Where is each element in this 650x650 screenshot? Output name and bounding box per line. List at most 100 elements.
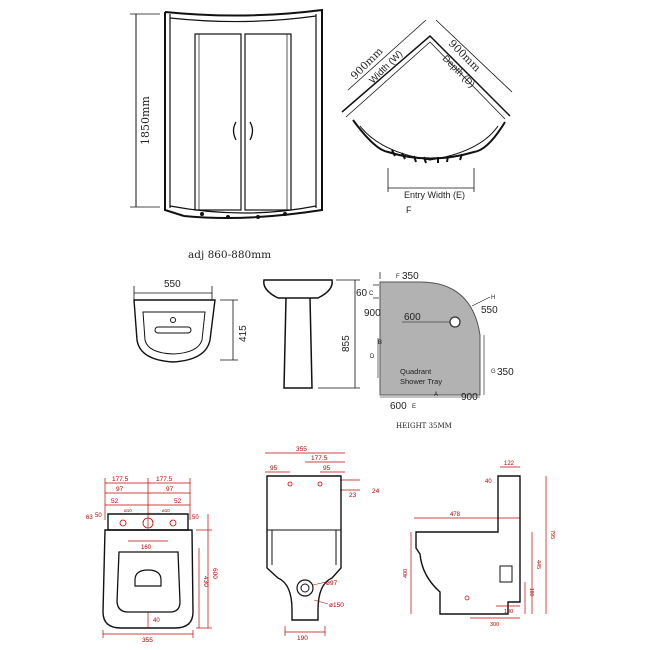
pedestal-basin-top [263, 279, 333, 299]
wc-side-body [415, 475, 521, 615]
wc-side-400: 400 [403, 569, 409, 578]
wc-plan-63: 63 [86, 515, 93, 521]
wc-rear-355: 355 [296, 446, 307, 453]
wc-side-478: 478 [450, 512, 461, 518]
wc-rear-phi150-leader [313, 599, 329, 605]
tray-height-note: HEIGHT 35MM [396, 422, 452, 430]
wc-rear-95-left: 95 [270, 465, 278, 472]
tray-h-leader [471, 296, 491, 307]
wc-side-fixing [464, 595, 470, 601]
wc-plan-phi-left: ø10 [124, 508, 132, 513]
tray-h-value: 550 [481, 305, 498, 316]
wc-plan-430: 430 [202, 576, 209, 587]
wc-side-40: 40 [485, 479, 492, 485]
tray-name-line-1: Quadrant [400, 367, 432, 376]
right-door-panel [244, 33, 292, 211]
basin-bowl [142, 311, 206, 355]
pedestal-column [283, 297, 313, 389]
wc-plan-50-left: 50 [95, 513, 102, 519]
wc-plan-160: 160 [141, 545, 152, 551]
basin-plan: 550 415 [133, 279, 249, 363]
wc-plan-bowl [116, 551, 181, 613]
wc-plan-50-right: 50 [192, 515, 199, 521]
plan-wall-outline [341, 34, 511, 117]
depth-dimension-line [435, 19, 513, 93]
enclosure-height-label: 1850mm [139, 96, 152, 145]
tray-waste [449, 316, 461, 328]
tray-c-value: 60 [356, 288, 368, 299]
wc-rear-body [266, 475, 342, 621]
wc-plan-1775-left: 177.5 [112, 476, 129, 483]
entry-width-label: Entry Width (E) [404, 190, 465, 200]
wc-side-180: 180 [528, 588, 534, 597]
tray-f-letter: F [396, 274, 400, 280]
wc-rear-190: 190 [297, 635, 308, 642]
enclosure-bottom-track [169, 205, 317, 214]
wc-side-elevation: 122 40 478 795 445 180 400 130 300 [403, 461, 555, 628]
tray-e-letter: E [412, 404, 416, 410]
wc-plan-view: 177.5 177.5 97 97 52 52 63 50 50 ø10 ø10… [86, 476, 218, 644]
width-dimension-line [347, 19, 427, 91]
wc-side-outlet [499, 565, 513, 583]
tray-b-letter: B [378, 340, 382, 346]
tray-body [379, 281, 481, 396]
wc-rear-1775: 177.5 [311, 455, 328, 462]
plan-roller-marks [391, 149, 463, 164]
tray-left-value: 900 [364, 308, 381, 319]
right-door-handle [249, 121, 254, 141]
wc-plan-centre-hole [142, 517, 154, 529]
left-door-handle [232, 121, 237, 141]
shower-enclosure-plan: 900mm Width (W) 900mm Depth (D) Entry Wi… [341, 19, 513, 215]
wc-rear-outlet-inner [300, 583, 310, 593]
wc-rear-fixing-right [317, 481, 323, 487]
tray-d-letter: D [370, 354, 375, 360]
wc-rear-pan-edges [271, 530, 337, 565]
tray-radius-value: 600 [404, 312, 421, 323]
wc-plan-600: 600 [211, 568, 218, 579]
roller-2 [226, 215, 230, 219]
tray-c-letter: C [369, 291, 374, 297]
enclosure-frame-inner-edges [169, 14, 317, 208]
tray-g-letter: G [491, 369, 496, 375]
wc-side-795: 795 [549, 530, 555, 539]
tray-a-letter: A [434, 392, 438, 398]
wc-side-445: 445 [535, 560, 541, 569]
wc-rear-fixing-left [287, 481, 293, 487]
shower-enclosure-elevation: 1850mm adj 860-880mm [130, 8, 323, 261]
left-door-panel [194, 33, 242, 211]
wc-plan-phi-right: ø10 [162, 508, 170, 513]
basin-depth-label: 415 [238, 325, 249, 342]
basin-width-label: 550 [164, 279, 181, 290]
wc-plan-pan-outline [102, 529, 194, 629]
tray-name-line-2: Shower Tray [400, 377, 442, 386]
plan-curved-inner [359, 125, 499, 161]
tray-bottom-a-value: 900 [461, 392, 478, 403]
roller-1 [200, 212, 204, 216]
enclosure-top-track [169, 15, 317, 23]
wc-rear-outlet-outer [296, 579, 314, 597]
wc-rear-phi97-leader [312, 581, 327, 586]
wc-plan-40: 40 [153, 618, 160, 624]
plan-f-label: F [406, 205, 412, 215]
wc-plan-52-left: 52 [111, 498, 119, 505]
wc-plan-fixing-hole-left [119, 519, 127, 527]
plan-wall-inner [345, 41, 506, 120]
plan-curved-doors [352, 119, 506, 160]
wc-rear-elevation: 355 177.5 95 95 23 24 ø97 ø150 190 [265, 446, 380, 642]
wc-plan-fixing-hole-right [169, 519, 177, 527]
wc-rear-phi97: ø97 [326, 580, 338, 587]
tray-h-letter: H [491, 295, 495, 301]
wc-side-122: 122 [504, 461, 515, 467]
wc-plan-355: 355 [142, 637, 153, 644]
wc-plan-97-left: 97 [116, 486, 124, 493]
wc-plan-52-right: 52 [174, 498, 182, 505]
wc-rear-phi150: ø150 [329, 602, 344, 609]
tray-g-value: 350 [497, 367, 514, 378]
wc-side-130: 130 [504, 609, 513, 615]
roller-4 [283, 212, 287, 216]
roller-3 [256, 215, 260, 219]
wc-rear-23: 23 [349, 492, 357, 499]
basin-outline [133, 299, 216, 363]
